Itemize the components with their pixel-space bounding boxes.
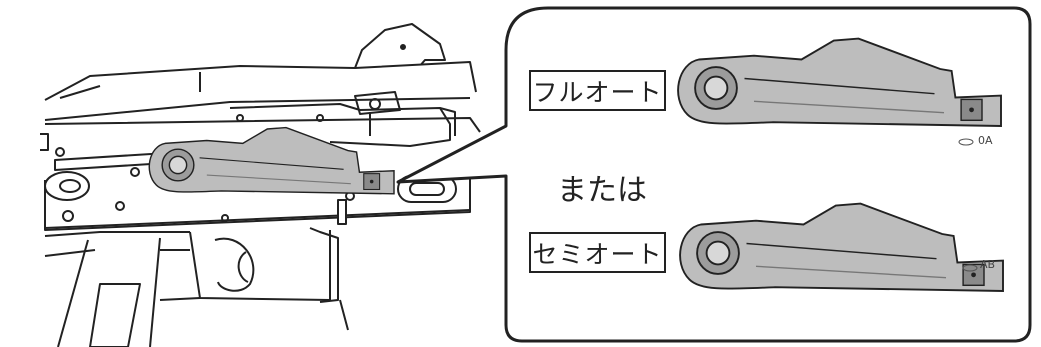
full-auto-label: フルオート <box>529 70 666 111</box>
rifle-receiver-drawing <box>40 23 481 347</box>
full-auto-mark-dot <box>958 138 974 146</box>
or-text: または <box>557 173 647 208</box>
semi-auto-label: セミオート <box>529 232 666 273</box>
semi-auto-mark-dot <box>962 264 978 272</box>
full-auto-marking: 0A <box>978 134 993 147</box>
semi-auto-marking: AB <box>980 258 996 271</box>
selector-lever-on-rifle <box>148 126 395 195</box>
